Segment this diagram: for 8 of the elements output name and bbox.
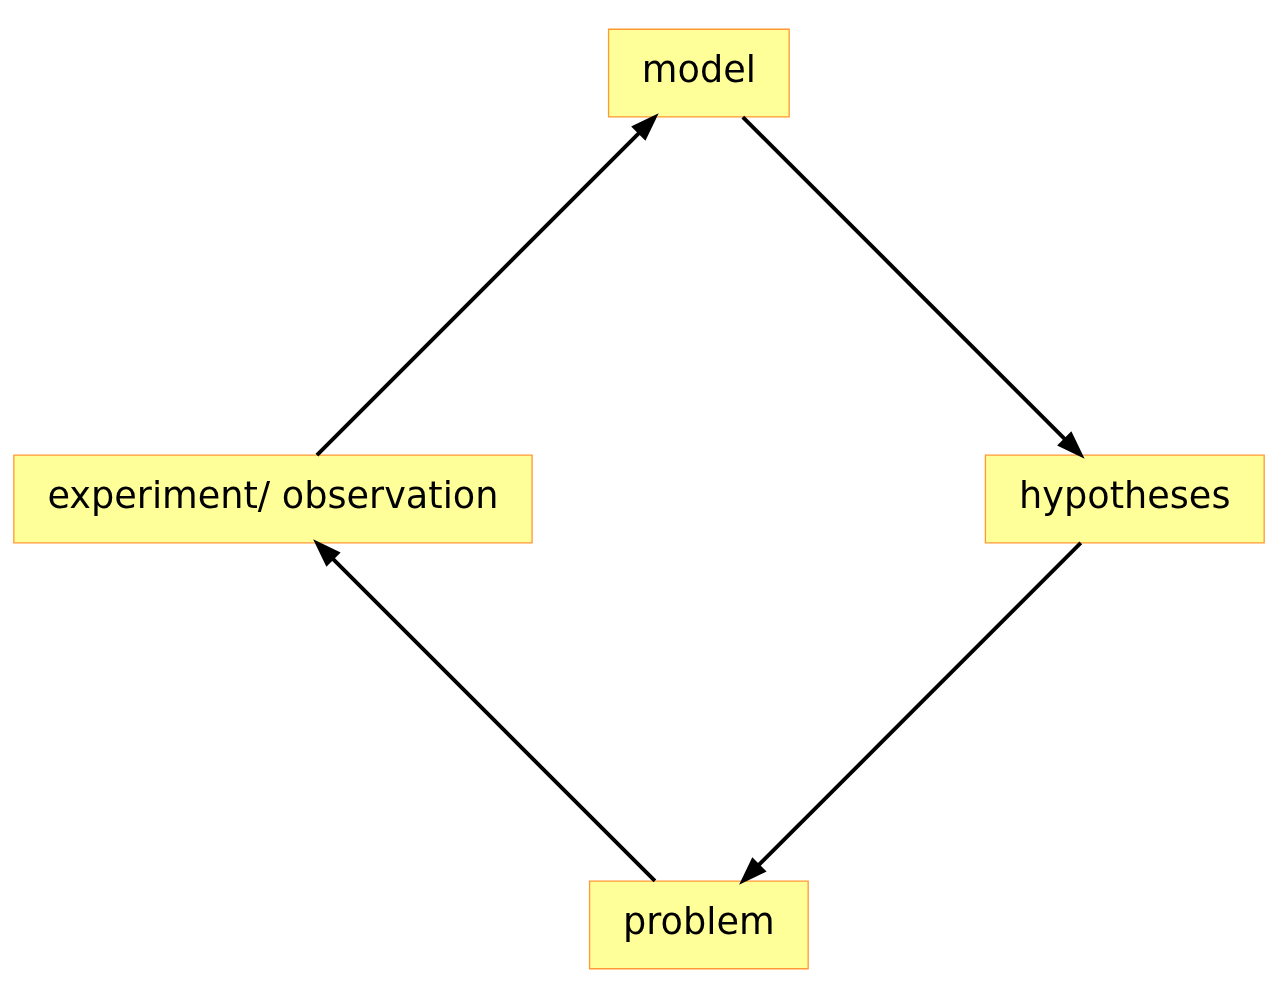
- node-box: model: [607, 28, 790, 118]
- arrow: [313, 538, 657, 882]
- arrow: [741, 115, 1085, 459]
- node-box: problem: [588, 879, 809, 969]
- arrow: [739, 541, 1083, 885]
- node-box: experiment/ observation: [13, 454, 533, 543]
- node-box: hypotheses: [984, 454, 1265, 543]
- arrow: [315, 112, 659, 456]
